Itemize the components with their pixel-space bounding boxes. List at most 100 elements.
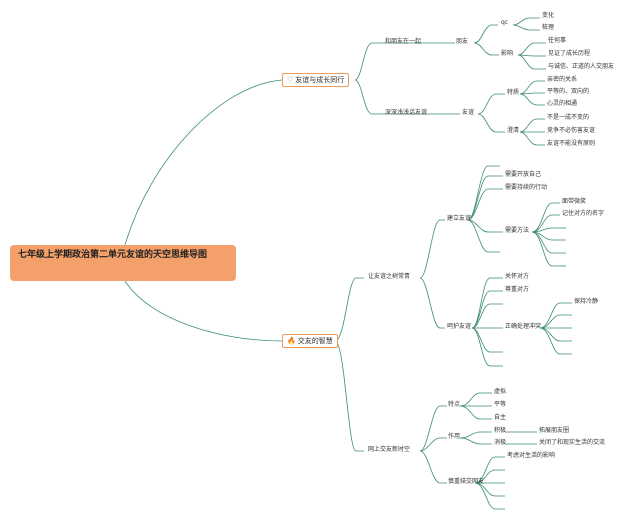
connector [531,227,566,233]
node-label: 特质 [507,89,520,96]
connector [474,469,505,484]
root-node: 七年级上学期政治第二单元友谊的天空思维导图 [10,245,236,281]
connector [471,303,503,329]
node-label: 保持冷静 [574,298,599,305]
node-label: 澄清 [507,127,520,134]
node-label: 记住对方的名字 [562,210,605,217]
connector [419,437,447,452]
node-label: 考虑对生活的影响 [507,452,556,459]
connector [459,437,492,445]
connector [459,392,492,407]
node-label: 变化 [542,12,555,19]
topic-friend-wisdom: 🔥交友的智慧 [282,334,338,348]
node-label: 正确处理冲突 [505,323,542,330]
node-label: 平等的、双向的 [547,88,590,95]
connector [459,431,492,439]
connector [474,456,505,484]
connector [531,202,560,233]
node-label: 友谊不能没有原则 [547,140,596,147]
connector [539,314,572,329]
connector [519,131,545,146]
connector [512,24,540,31]
node-label: 与诚信、正道的人交朋友 [548,63,615,70]
connector [477,93,505,115]
node-label: 自主 [494,414,507,421]
node-label: 需要持续的行动 [505,184,548,191]
node-label: 关闭了和现实生活的交流 [539,439,606,446]
node-label: 尊重对方 [505,286,530,293]
node-label: 需要方法 [505,227,530,234]
connector [519,118,545,133]
topic-friendship-growth: ♡友谊与成长同行 [282,73,350,87]
node-label: 拓展朋友圈 [539,427,570,434]
connector [519,93,545,106]
node-label: 需要开放自己 [505,171,542,178]
connector [419,405,447,452]
connector [467,219,503,233]
node-label: 慎重结交网友 [448,478,485,485]
connector [519,92,545,95]
root-title: 七年级上学期政治第二单元友谊的天空思维导图 [18,250,208,260]
node-label: qc [501,19,509,26]
connector [474,482,505,510]
node-label: 梳理 [542,24,555,31]
node-label: 朋友 [456,38,469,45]
fire-icon: 🔥 [287,337,296,345]
node-label: 虚拟 [494,388,507,395]
node-label: 亲密的关系 [547,76,578,83]
node-label: 影响 [501,50,514,57]
connector [419,219,445,279]
connector [334,340,364,452]
connector [471,290,503,329]
node-label: 不是一成不变的 [547,114,590,121]
connector [471,327,503,367]
node-label: 平等 [494,401,507,408]
connector [512,17,540,26]
node-label: 特点 [448,401,461,408]
connector [531,214,560,233]
connector [531,231,566,267]
topic-label: 交友的智慧 [297,337,333,345]
connector [459,405,492,420]
node-label: 关怀对方 [505,273,530,280]
node-label: 任何事 [548,37,567,44]
connector [467,175,503,221]
node-label: 和朋友在一起 [385,38,422,45]
connector [334,277,364,342]
node-label: 积极 [494,427,507,434]
connector [473,42,499,56]
connector [354,42,430,81]
node-label: 作用 [448,433,461,440]
connector-root-topic1 [124,79,283,246]
connector [419,277,445,329]
connector [471,327,503,353]
connector [419,450,447,484]
connector [519,80,545,95]
connector [467,188,503,221]
node-label: 建立友谊 [447,215,472,222]
node-label: 心灵的相通 [547,100,578,107]
node-label: 友谊 [462,109,475,116]
connector-root-topic2 [124,280,283,342]
connector [477,113,505,133]
connector [517,54,546,57]
connector [467,219,500,253]
node-label: 深深浅浅话友谊 [385,109,428,116]
node-label: 消极 [494,439,507,446]
connector [517,42,546,56]
connector [539,302,572,329]
node-label: 呵护友谊 [447,323,472,330]
connector [467,165,500,221]
node-label: 面带微笑 [562,198,587,205]
topic-label: 友谊与成长同行 [295,76,345,84]
connector [354,79,438,115]
node-label: 网上交友新时空 [368,446,411,453]
connector [473,24,498,44]
node-label: 竞争不必伤害友谊 [547,127,596,134]
node-label: 让友谊之树常青 [368,273,411,280]
connector [539,327,572,355]
node-label: 见证了成长历程 [548,50,591,57]
connector [517,54,546,70]
connector [471,277,503,329]
